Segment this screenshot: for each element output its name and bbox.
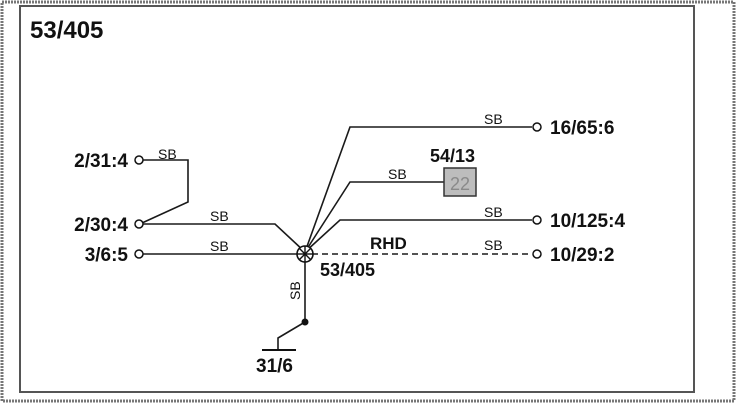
wire-54-13 — [304, 181, 444, 253]
wire-ground — [277, 262, 306, 350]
terminal-10-125-4 — [532, 215, 542, 225]
ground-label: 31/6 — [256, 356, 293, 377]
component-label: 54/13 — [430, 146, 475, 166]
ground-junction — [301, 318, 309, 326]
connector-label-16-65-6: 16/65:6 — [550, 118, 614, 139]
wire-label-sb-vertical: SB — [287, 281, 303, 300]
terminal-3-6-5 — [134, 249, 144, 259]
terminal-2-30-4 — [134, 219, 144, 229]
wire-label-sb-6: SB — [484, 204, 503, 220]
wire-label-sb-1: SB — [158, 146, 177, 162]
wire-16-65-6 — [304, 126, 532, 253]
connector-label-10-29-2: 10/29:2 — [550, 245, 614, 266]
connector-label-2-30-4: 2/30:4 — [74, 215, 128, 236]
terminal-10-29-2 — [532, 249, 542, 259]
connector-label-3-6-5: 3/6:5 — [85, 245, 129, 266]
wire-2-30-4 — [143, 223, 306, 253]
wire-label-sb-5: SB — [388, 166, 407, 182]
diagram-title: 53/405 — [30, 17, 103, 44]
hub-label: 53/405 — [320, 260, 375, 280]
connector-label-2-31-4: 2/31:4 — [74, 151, 128, 172]
terminal-2-31-4 — [134, 155, 144, 165]
rhd-label: RHD — [370, 234, 407, 253]
diagram-panel — [19, 5, 695, 393]
wire-label-sb-2: SB — [210, 208, 229, 224]
wire-10-125-4 — [304, 219, 532, 253]
wire-label-sb-4: SB — [484, 111, 503, 127]
component-54-13-box — [443, 167, 477, 197]
connector-label-10-125-4: 10/125:4 — [550, 211, 625, 232]
wire-label-sb-7: SB — [484, 237, 503, 253]
wire-label-sb-3: SB — [210, 238, 229, 254]
wire-2-31-4 — [141, 159, 189, 224]
hub-star-icon — [296, 245, 314, 263]
terminal-16-65-6 — [532, 122, 542, 132]
component-badge: 22 — [450, 174, 470, 194]
